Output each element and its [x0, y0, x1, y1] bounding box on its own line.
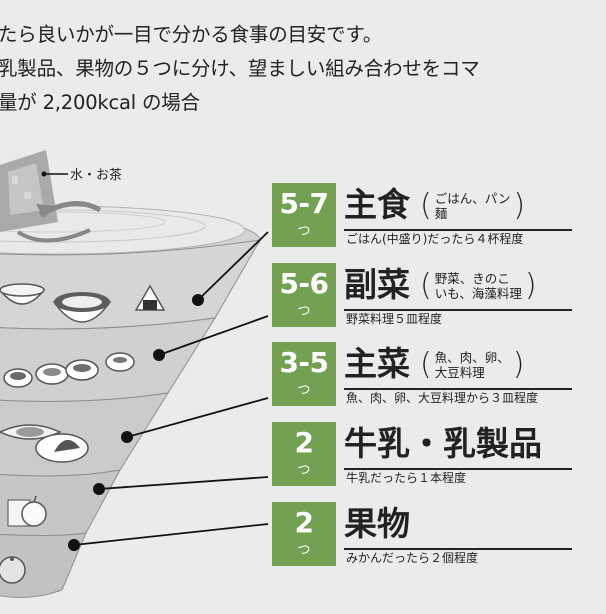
divider [344, 388, 572, 390]
main-dish-icons [0, 424, 89, 463]
group-name: 副菜 [344, 265, 410, 304]
count-badge: 2 つ [272, 422, 336, 486]
orange-icon [0, 556, 26, 584]
divider [344, 309, 572, 311]
tier-fruit [0, 532, 87, 598]
divider [344, 468, 572, 470]
group-note: 魚、肉、卵、大豆料理から３皿程度 [346, 391, 539, 405]
group-note: ごはん(中盛り)だったら４杯程度 [346, 232, 524, 246]
serving-count: 5-7 [279, 187, 329, 220]
serving-unit: つ [297, 543, 311, 558]
onigiri-icon [134, 284, 166, 311]
side-dish-icons [3, 352, 135, 388]
group-note: 牛乳だったら１本程度 [346, 471, 467, 485]
leader-lines [68, 231, 269, 551]
divider [344, 548, 572, 550]
group-examples: (ごはん、パン 麺) [420, 188, 526, 223]
apple-icon [21, 495, 47, 527]
serving-count: 2 [294, 426, 314, 459]
group-name: 主菜 [344, 344, 410, 383]
serving-unit: つ [297, 463, 311, 478]
group-note: 野菜料理５皿程度 [346, 312, 443, 326]
count-badge: 3-5 つ [272, 342, 336, 406]
serving-unit: つ [297, 383, 311, 398]
group-examples: (魚、肉、卵、 大豆料理) [420, 347, 525, 382]
rice-bowl-icon [0, 283, 46, 305]
water-dot [41, 171, 47, 177]
intro-line-1: たら良いかが一目で分かる食事の目安です。 [0, 23, 383, 46]
count-badge: 5-7 つ [272, 183, 336, 247]
intro-line-3: 量が 2,200kcal の場合 [0, 91, 200, 114]
divider [344, 229, 572, 231]
group-dairy: 2 つ 牛乳・乳製品 牛乳だったら１本程度 [272, 422, 572, 486]
examples-text: 野菜、きのこ いも、海藻料理 [434, 271, 522, 301]
serving-unit: つ [297, 304, 311, 319]
examples-text: ごはん、パン 麺 [434, 191, 511, 221]
water-label: 水・お茶 [70, 167, 122, 183]
serving-unit: つ [297, 224, 311, 239]
serving-count: 5-6 [279, 267, 329, 300]
group-note: みかんだったら２個程度 [346, 551, 479, 565]
rotation-arrow-icon [16, 201, 102, 243]
count-badge: 2 つ [272, 502, 336, 566]
examples-text: 魚、肉、卵、 大豆料理 [434, 350, 510, 380]
intro-text: たら良いかが一目で分かる食事の目安です。 乳製品、果物の５つに分け、望ましい組み… [0, 18, 606, 120]
group-fruit: 2 つ 果物 みかんだったら２個程度 [272, 502, 572, 566]
count-badge: 5-6 つ [272, 263, 336, 327]
intro-line-2: 乳製品、果物の５つに分け、望ましい組み合わせをコマ [0, 57, 480, 80]
group-side-dish: 5-6 つ 副菜 (野菜、きのこ いも、海藻料理) 野菜料理５皿程度 [272, 263, 572, 327]
serving-count: 2 [294, 506, 314, 539]
group-name: 果物 [344, 504, 410, 543]
noodle-bowl-icon [52, 292, 112, 323]
group-name: 主食 [344, 185, 410, 224]
group-examples: (野菜、きのこ いも、海藻料理) [420, 268, 537, 303]
glass-icon [0, 150, 58, 232]
serving-count: 3-5 [279, 346, 329, 379]
group-staple: 5-7 つ 主食 (ごはん、パン 麺) ごはん(中盛り)だったら４杯程度 [272, 183, 572, 247]
group-main-dish: 3-5 つ 主菜 (魚、肉、卵、 大豆料理) 魚、肉、卵、大豆料理から３皿程度 [272, 342, 572, 406]
group-name: 牛乳・乳製品 [344, 424, 542, 463]
